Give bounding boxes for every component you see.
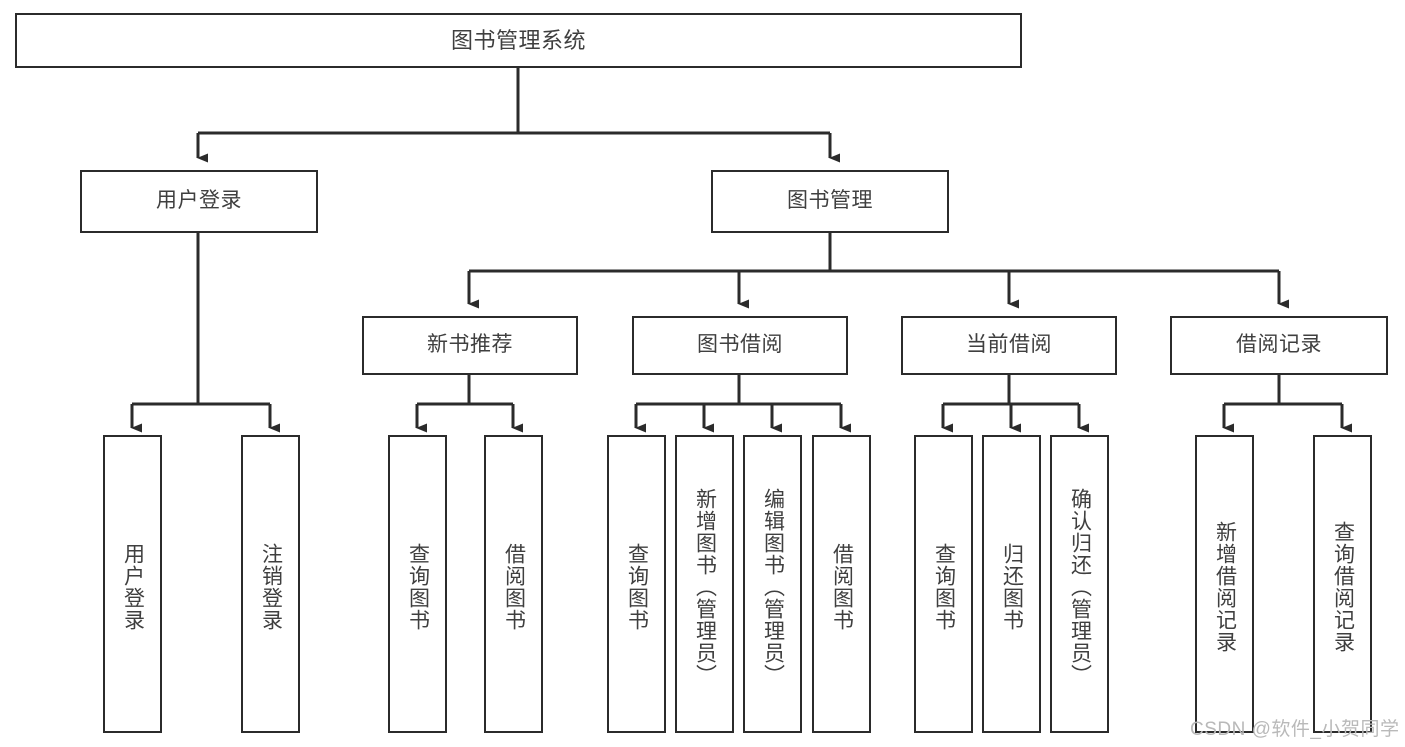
node-label: 新增借阅记录	[1213, 521, 1237, 653]
node-label: 借阅记录	[1236, 333, 1322, 357]
node-label: 归还图书	[1000, 543, 1024, 631]
node-label: 用户登录	[156, 189, 242, 213]
node-label: 查询图书	[932, 543, 956, 631]
node-label: 新增图书（管理员）	[693, 488, 717, 686]
node-label: 图书借阅	[697, 333, 783, 357]
node-label: 借阅图书	[502, 543, 526, 631]
node-book-borrow[interactable]: 图书借阅	[632, 316, 848, 375]
node-label: 编辑图书（管理员）	[761, 488, 785, 686]
node-root-system[interactable]: 图书管理系统	[15, 13, 1022, 68]
leaf-record-query-record[interactable]: 查询借阅记录	[1313, 435, 1372, 733]
leaf-borrow-add-book-admin[interactable]: 新增图书（管理员）	[675, 435, 734, 733]
leaf-user-login-signin[interactable]: 用户登录	[103, 435, 162, 733]
leaf-current-return-book[interactable]: 归还图书	[982, 435, 1041, 733]
watermark-text: CSDN @软件_小贺同学	[1190, 719, 1400, 740]
leaf-borrow-query-book[interactable]: 查询图书	[607, 435, 666, 733]
node-new-book-recommend[interactable]: 新书推荐	[362, 316, 578, 375]
leaf-borrow-borrow-book[interactable]: 借阅图书	[812, 435, 871, 733]
node-book-management[interactable]: 图书管理	[711, 170, 949, 233]
leaf-current-confirm-return-admin[interactable]: 确认归还（管理员）	[1050, 435, 1109, 733]
node-label: 查询图书	[625, 543, 649, 631]
node-borrow-record[interactable]: 借阅记录	[1170, 316, 1388, 375]
node-label: 图书管理系统	[450, 27, 586, 53]
leaf-recommend-query-book[interactable]: 查询图书	[388, 435, 447, 733]
node-label: 查询图书	[406, 543, 430, 631]
node-current-borrow[interactable]: 当前借阅	[901, 316, 1117, 375]
leaf-record-add-record[interactable]: 新增借阅记录	[1195, 435, 1254, 733]
leaf-recommend-borrow-book[interactable]: 借阅图书	[484, 435, 543, 733]
node-label: 注销登录	[259, 543, 283, 631]
node-label: 查询借阅记录	[1331, 521, 1355, 653]
leaf-current-query-book[interactable]: 查询图书	[914, 435, 973, 733]
node-label: 当前借阅	[966, 333, 1052, 357]
node-label: 图书管理	[787, 189, 873, 213]
node-user-login[interactable]: 用户登录	[80, 170, 318, 233]
node-label: 用户登录	[121, 543, 145, 631]
leaf-borrow-edit-book-admin[interactable]: 编辑图书（管理员）	[743, 435, 802, 733]
node-label: 借阅图书	[830, 543, 854, 631]
leaf-user-login-signout[interactable]: 注销登录	[241, 435, 300, 733]
node-label: 确认归还（管理员）	[1068, 488, 1092, 686]
node-label: 新书推荐	[427, 333, 513, 357]
